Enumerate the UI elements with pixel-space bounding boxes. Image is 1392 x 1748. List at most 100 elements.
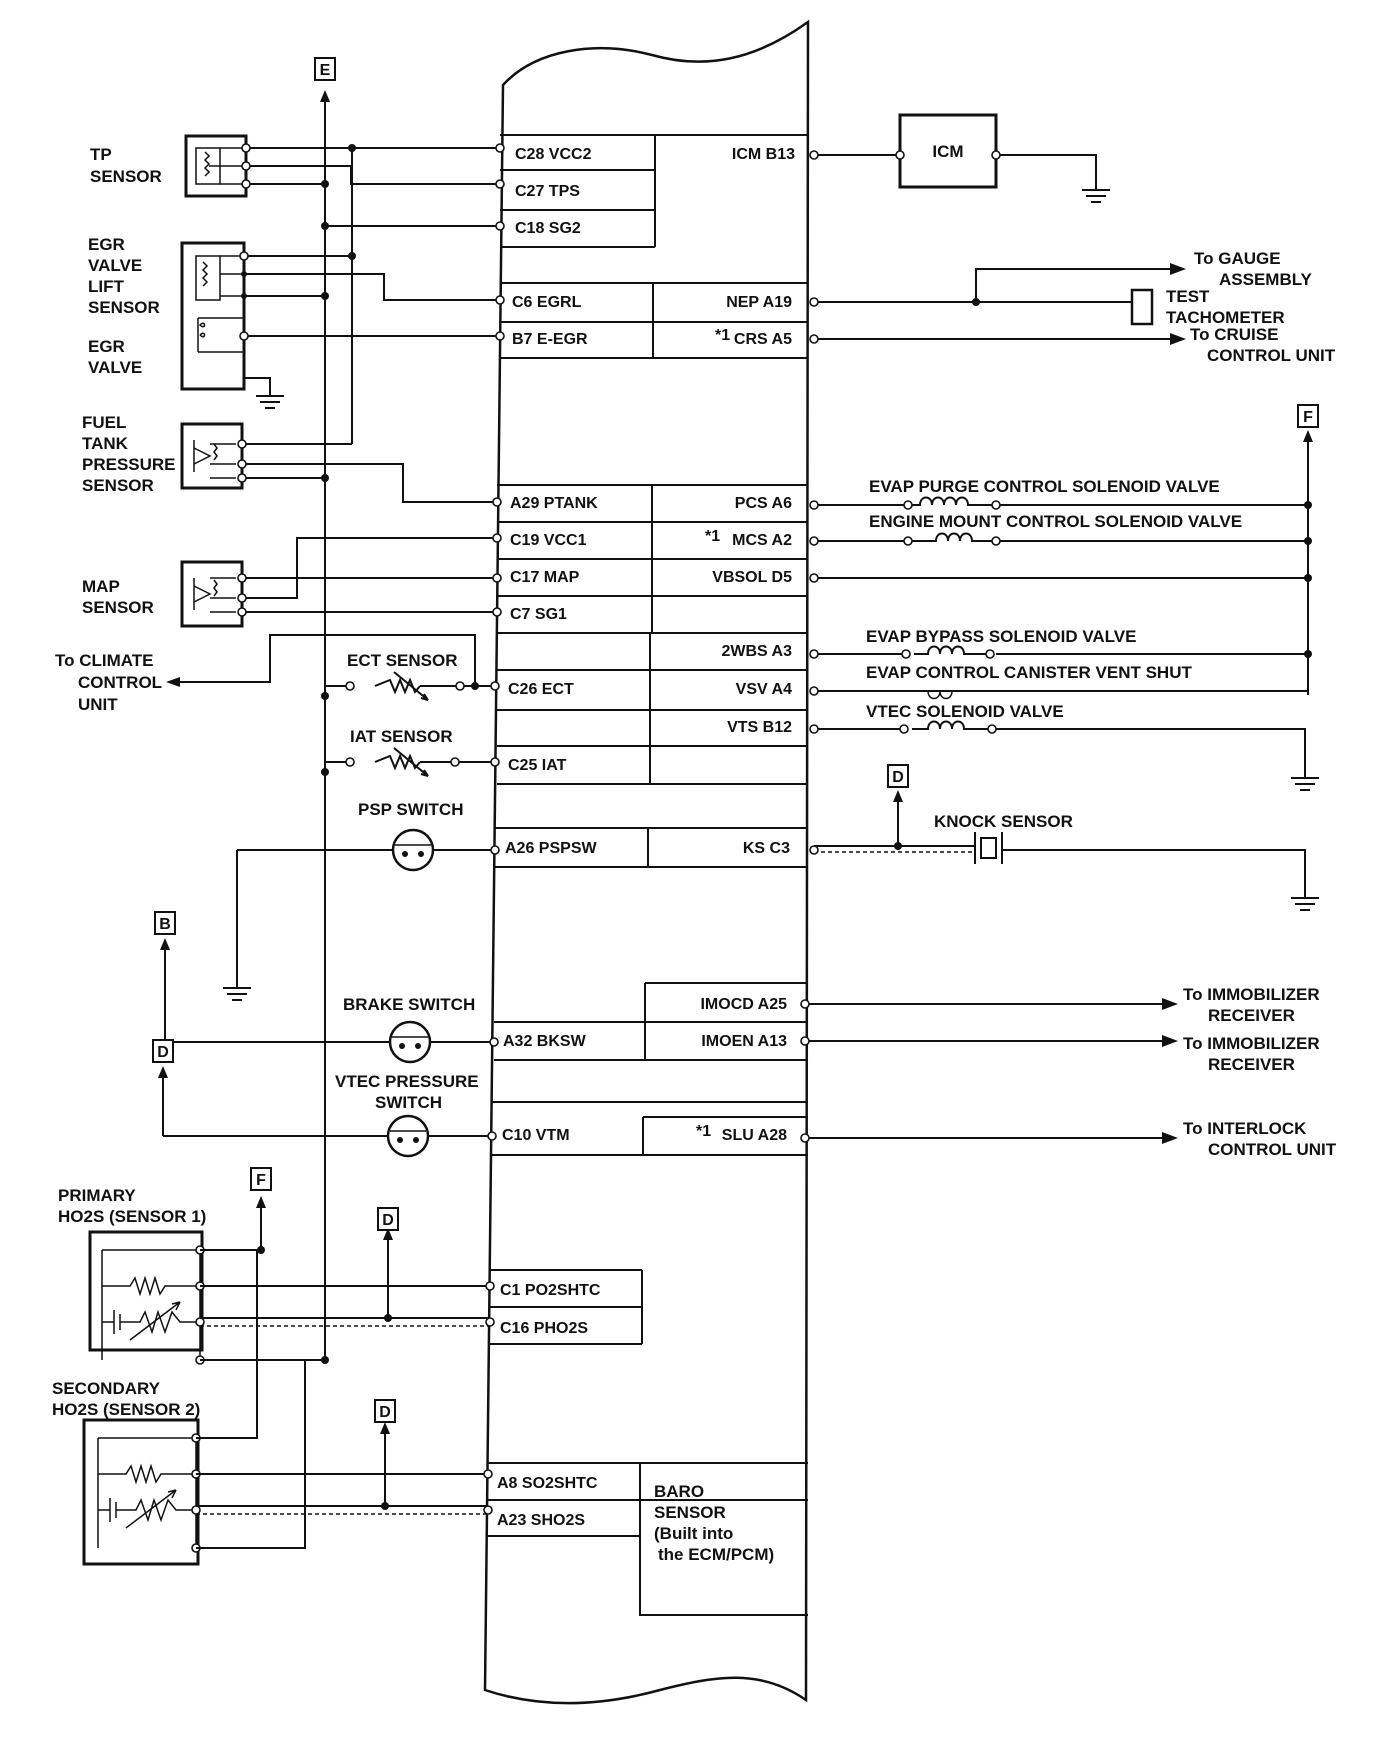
- climate-label-1: To CLIMATE: [55, 651, 154, 670]
- footnote-crs: *1: [715, 327, 730, 344]
- solenoid-valves: F EVAP PURGE CONTROL SOLENOID VALVE ENGI…: [809, 404, 1319, 791]
- evap-canister-label: EVAP CONTROL CANISTER VENT SHUT: [866, 663, 1192, 682]
- secondary-ho2s-label-2: HO2S (SENSOR 2): [52, 1400, 200, 1419]
- upper-left-wires: [242, 90, 500, 1360]
- pin-nep-a19: NEP A19: [726, 294, 792, 311]
- fuel-tank-label-3: PRESSURE: [82, 455, 176, 474]
- pin-c25: C25 IAT: [508, 757, 567, 774]
- immob2-label-2: RECEIVER: [1208, 1055, 1295, 1074]
- knock-sensor: D KNOCK SENSOR: [809, 764, 1319, 911]
- psp-switch: PSP SWITCH: [223, 800, 500, 1001]
- evap-bypass-label: EVAP BYPASS SOLENOID VALVE: [866, 627, 1136, 646]
- pin-c28: C28 VCC2: [515, 146, 592, 163]
- engine-mount-label: ENGINE MOUNT CONTROL SOLENOID VALVE: [869, 512, 1242, 531]
- pin-slu-a28: SLU A28: [722, 1127, 787, 1144]
- pin-pcs-a6: PCS A6: [735, 495, 792, 512]
- pin-c18: C18 SG2: [515, 220, 581, 237]
- flag-d-left-text: D: [157, 1044, 169, 1061]
- pin-vbsol-d5: VBSOL D5: [712, 569, 792, 586]
- fuel-tank-label-1: FUEL: [82, 413, 126, 432]
- fuel-tank-pressure-sensor: FUEL TANK PRESSURE SENSOR: [82, 413, 244, 495]
- flag-d-ho2s1-text: D: [382, 1212, 394, 1229]
- pin-a8: A8 SO2SHTC: [497, 1475, 598, 1492]
- egr-valve-label-1: EGR: [88, 337, 125, 356]
- vtec-press-label-2: SWITCH: [375, 1093, 442, 1112]
- vtec-solenoid-label: VTEC SOLENOID VALVE: [866, 702, 1064, 721]
- right-pin-labels: ICM B13 NEP A19 *1 CRS A5 PCS A6 *1 MCS …: [696, 146, 795, 1144]
- fuel-tank-label-2: TANK: [82, 434, 129, 453]
- pin-c27: C27 TPS: [515, 183, 580, 200]
- pin-ks-c3: KS C3: [743, 840, 790, 857]
- map-sensor: MAP SENSOR: [82, 560, 244, 628]
- iat-label: IAT SENSOR: [350, 727, 453, 746]
- pin-a29: A29 PTANK: [510, 495, 598, 512]
- egr-lift-label-3: LIFT: [88, 277, 124, 296]
- footnote-mcs: *1: [705, 528, 720, 545]
- climate-label-2: CONTROL: [78, 673, 162, 692]
- pin-crs-a5: CRS A5: [734, 331, 792, 348]
- interlock-label-2: CONTROL UNIT: [1208, 1140, 1337, 1159]
- brake-label: BRAKE SWITCH: [343, 995, 475, 1014]
- baro-label-2: SENSOR: [654, 1503, 726, 1522]
- secondary-ho2s: SECONDARY HO2S (SENSOR 2) D: [52, 1250, 493, 1566]
- egr-lift-label-2: VALVE: [88, 256, 142, 275]
- immob1-label-2: RECEIVER: [1208, 1006, 1295, 1025]
- flag-d-knock-text: D: [892, 769, 904, 786]
- immob2-label-1: To IMMOBILIZER: [1183, 1034, 1320, 1053]
- egr-assembly: EGR VALVE LIFT SENSOR EGR VALVE: [88, 235, 246, 391]
- pin-a32: A32 BKSW: [503, 1033, 587, 1050]
- secondary-ho2s-label-1: SECONDARY: [52, 1379, 161, 1398]
- knock-label: KNOCK SENSOR: [934, 812, 1073, 831]
- flag-e: E: [314, 57, 336, 81]
- primary-ho2s: PRIMARY HO2S (SENSOR 1) F D: [58, 1167, 495, 1365]
- pin-icm-b13: ICM B13: [732, 146, 795, 163]
- cruise-label-1: To CRUISE: [1190, 325, 1278, 344]
- tacho-label-1: TEST: [1166, 287, 1210, 306]
- climate-label-3: UNIT: [78, 695, 118, 714]
- psp-label: PSP SWITCH: [358, 800, 463, 819]
- vtec-pressure-switch: VTEC PRESSURE SWITCH D: [152, 1039, 497, 1158]
- pin-c17: C17 MAP: [510, 569, 580, 586]
- ecm-left-grid: [488, 134, 808, 1616]
- evap-purge-label: EVAP PURGE CONTROL SOLENOID VALVE: [869, 477, 1220, 496]
- cruise-label-2: CONTROL UNIT: [1207, 346, 1336, 365]
- immob1-label-1: To IMMOBILIZER: [1183, 985, 1320, 1004]
- baro-sensor: BARO SENSOR (Built into the ECM/PCM): [654, 1482, 774, 1564]
- pin-imoen-a13: IMOEN A13: [701, 1033, 787, 1050]
- pin-vts-b12: VTS B12: [727, 719, 792, 736]
- pin-mcs-a2: MCS A2: [732, 532, 792, 549]
- pin-c10: C10 VTM: [502, 1127, 570, 1144]
- flag-f-top-text: F: [1303, 409, 1313, 426]
- baro-label-1: BARO: [654, 1482, 704, 1501]
- pin-a23: A23 SHO2S: [497, 1512, 585, 1529]
- map-label-1: MAP: [82, 577, 120, 596]
- baro-label-4: the ECM/PCM): [658, 1545, 774, 1564]
- icm: ICM: [809, 113, 1110, 203]
- flag-d-ho2s2-text: D: [379, 1404, 391, 1421]
- vtec-press-label-1: VTEC PRESSURE: [335, 1072, 479, 1091]
- pin-c7: C7 SG1: [510, 606, 567, 623]
- egr-lift-label-1: EGR: [88, 235, 125, 254]
- egr-lift-label-4: SENSOR: [88, 298, 160, 317]
- climate-ect-iat: To CLIMATE CONTROL UNIT ECT SENSOR IAT S…: [55, 634, 500, 777]
- tp-label-1: TP: [90, 145, 112, 164]
- interlock-label-1: To INTERLOCK: [1183, 1119, 1307, 1138]
- map-label-2: SENSOR: [82, 598, 154, 617]
- left-pin-labels: C28 VCC2 C27 TPS C18 SG2 C6 EGRL B7 E-EG…: [497, 146, 601, 1529]
- tp-label-2: SENSOR: [90, 167, 162, 186]
- icm-label: ICM: [932, 142, 963, 161]
- tp-sensor: TP SENSOR: [90, 134, 248, 198]
- egr-valve-label-2: VALVE: [88, 358, 142, 377]
- flag-e-text: E: [320, 62, 331, 79]
- fuel-tank-label-4: SENSOR: [82, 476, 154, 495]
- pin-a26: A26 PSPSW: [505, 840, 597, 857]
- pin-c26: C26 ECT: [508, 681, 574, 698]
- baro-label-3: (Built into: [654, 1524, 733, 1543]
- primary-ho2s-label-2: HO2S (SENSOR 1): [58, 1207, 206, 1226]
- pin-b7: B7 E-EGR: [512, 331, 588, 348]
- flag-b-text: B: [159, 916, 171, 933]
- gauge-label-2: ASSEMBLY: [1219, 270, 1313, 289]
- pin-c6: C6 EGRL: [512, 294, 582, 311]
- pin-imocd-a25: IMOCD A25: [700, 996, 787, 1013]
